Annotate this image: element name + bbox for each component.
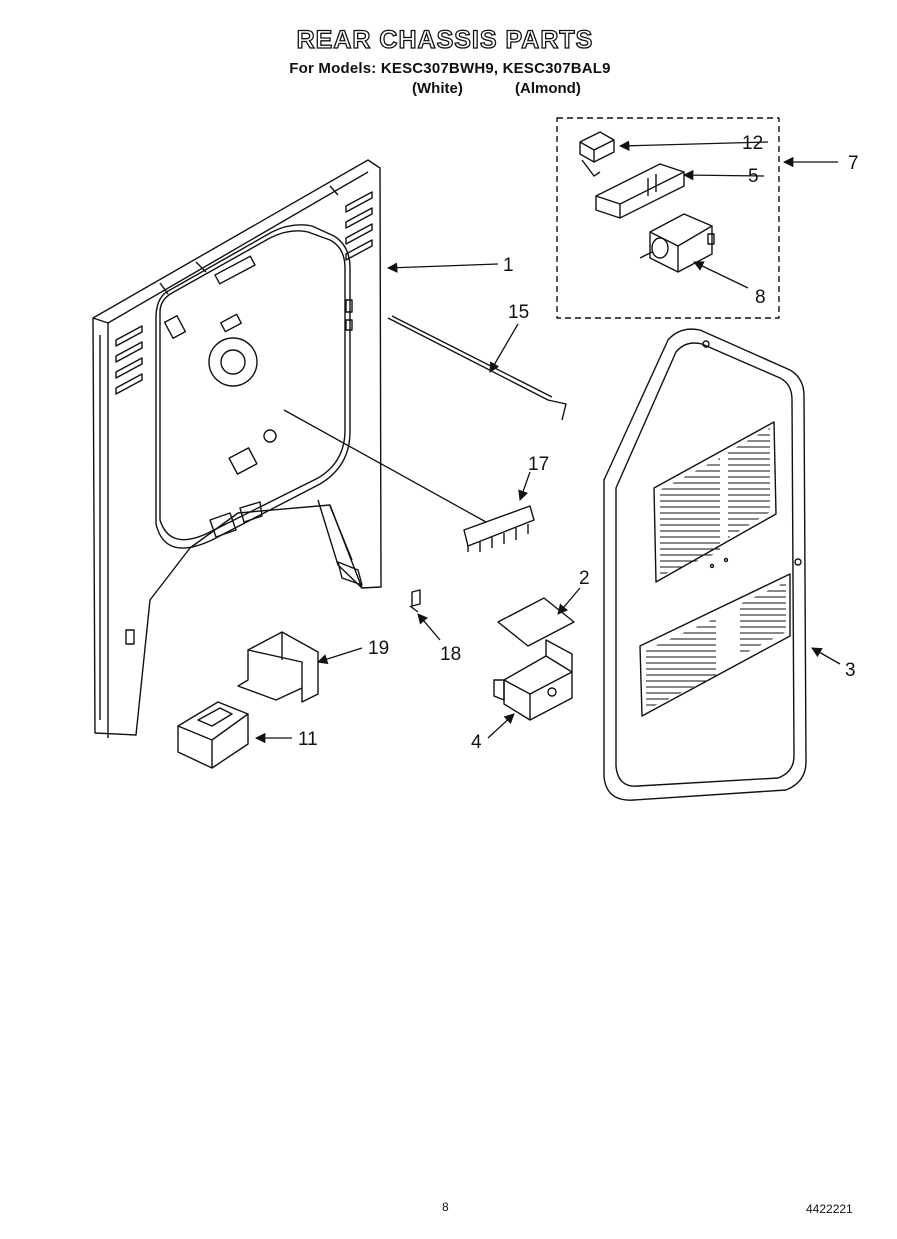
callout-11: 11	[298, 729, 318, 750]
switch-part-12	[579, 131, 615, 177]
models-line: For Models: KESC307BWH9, KESC307BAL9	[289, 60, 611, 77]
callout-2: 2	[579, 568, 590, 589]
rod-part-15	[387, 315, 567, 421]
callout-12: 12	[742, 133, 763, 154]
callout-3: 3	[845, 660, 856, 681]
rear-panel-vents	[115, 191, 373, 395]
terminal-block-part-17	[463, 505, 535, 552]
rear-cover-part-3	[603, 328, 807, 801]
assembly-7-box	[556, 117, 780, 319]
callout-19: 19	[368, 638, 389, 659]
callout-1: 1	[503, 255, 514, 276]
variant-almond-label: (Almond)	[515, 80, 581, 97]
solenoid-part-8	[639, 213, 715, 273]
page-number: 8	[442, 1200, 449, 1214]
callout-7: 7	[848, 153, 859, 174]
callout-18: 18	[440, 644, 461, 665]
rear-panel-part-1	[92, 159, 382, 738]
bracket-part-19	[237, 631, 319, 703]
page-title: REAR CHASSIS PARTS	[296, 25, 594, 54]
variant-white-label: (White)	[412, 80, 463, 97]
callout-8: 8	[755, 287, 766, 308]
box-part-11	[177, 701, 249, 769]
leader-lines	[254, 140, 841, 744]
callout-5: 5	[748, 166, 759, 187]
part-number: 4422221	[806, 1202, 853, 1216]
callout-labels: 1 12 5 7 8 15 17 2 3 18 19 11 4	[298, 133, 859, 753]
callout-15: 15	[508, 302, 529, 323]
clip-part-18	[409, 589, 421, 613]
callout-4: 4	[471, 732, 482, 753]
bracket-part-5	[595, 163, 685, 219]
callout-17: 17	[528, 454, 549, 475]
box-bracket-part-4	[493, 639, 573, 721]
plate-part-2	[497, 597, 575, 647]
